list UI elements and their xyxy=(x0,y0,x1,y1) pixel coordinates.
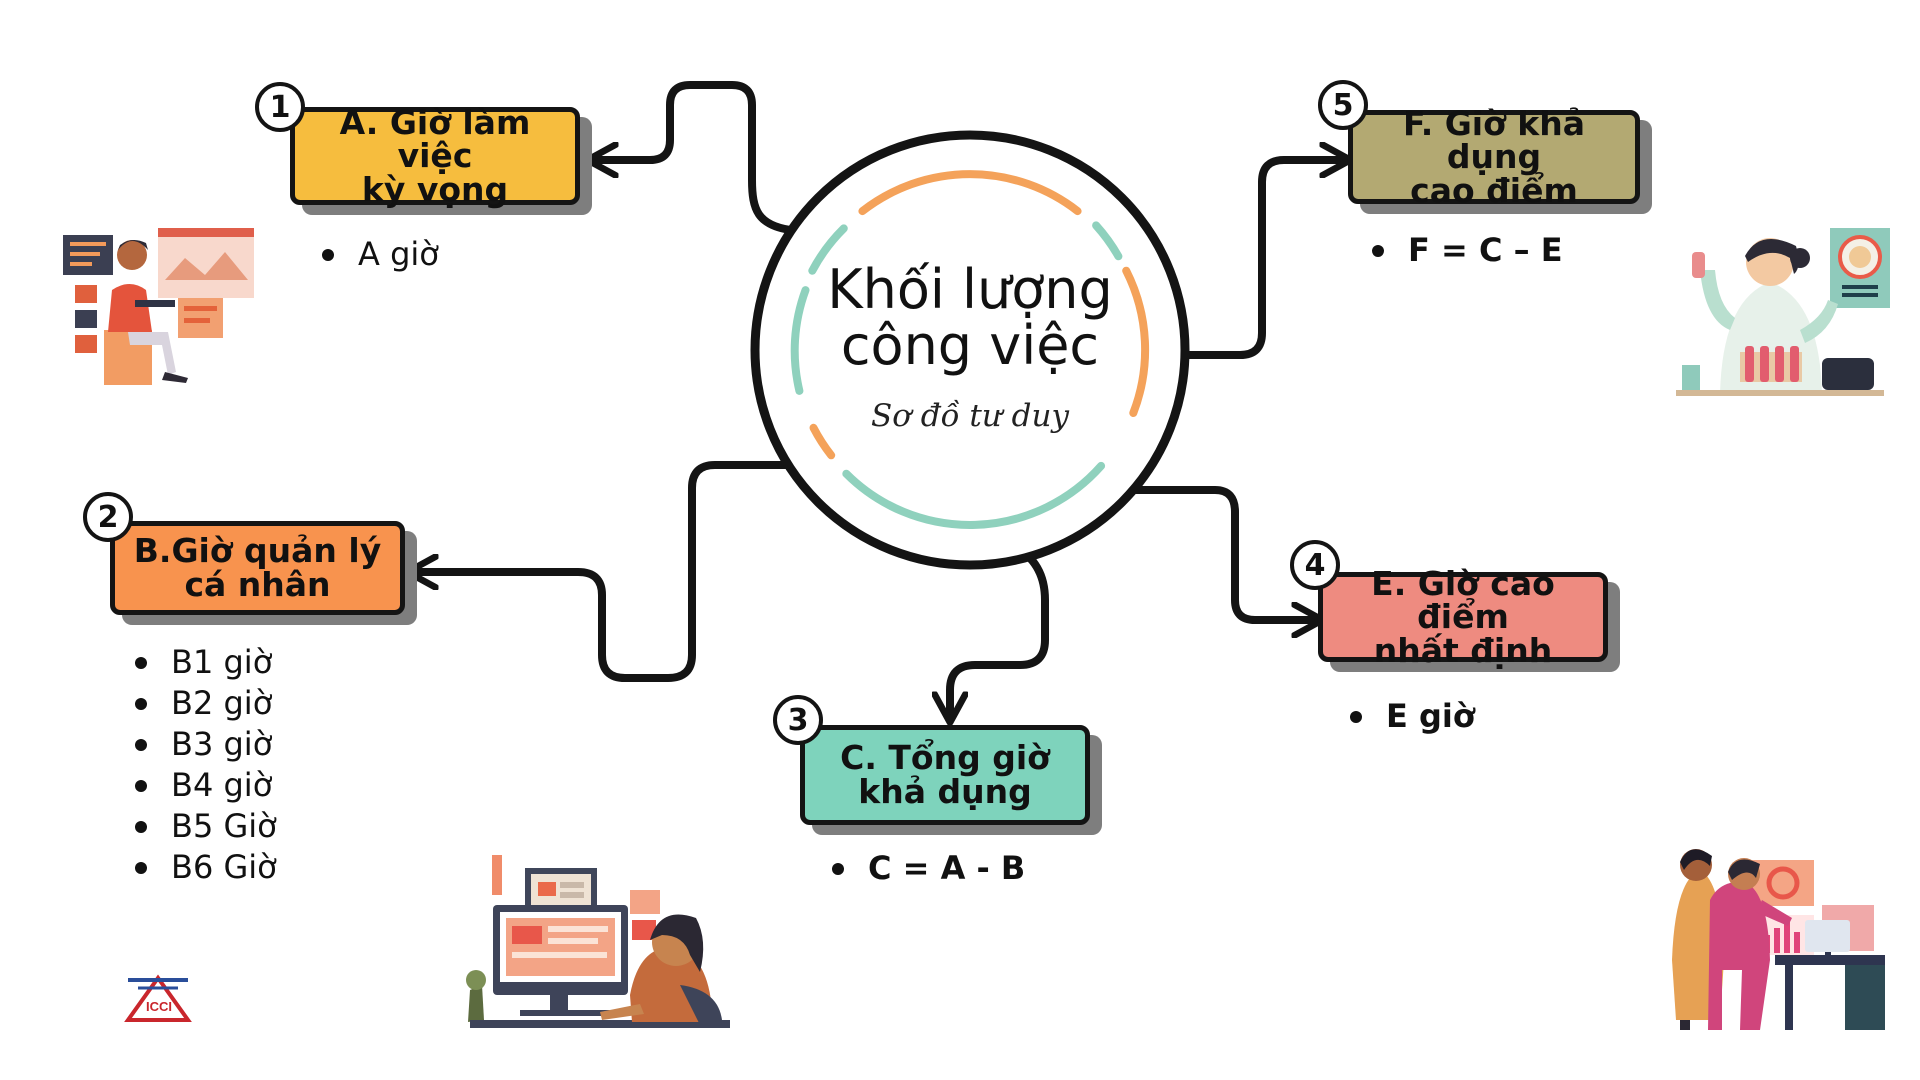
node-b-line1: B.Giờ quản lý xyxy=(133,531,382,571)
bullet-a-1: A giờ xyxy=(322,234,439,275)
badge-1: 1 xyxy=(255,82,305,132)
node-e-line1: E. Giờ cao điểm xyxy=(1371,563,1555,637)
ring-arc-teal-topleft xyxy=(808,224,848,275)
connector-1 xyxy=(590,81,794,234)
node-e-line2: nhất định xyxy=(1373,630,1553,670)
node-f-bullets: F = C – E xyxy=(1372,230,1563,271)
illustration-scientist xyxy=(1676,228,1890,396)
node-e-bullets: E giờ xyxy=(1350,696,1475,737)
illustration-team-presentation xyxy=(1672,849,1885,1030)
ring-arc-orange-right xyxy=(1122,266,1150,417)
node-c-bullets: C = A - B xyxy=(832,848,1025,889)
ring-arc-orange-bottomleft xyxy=(809,423,836,460)
center-subtitle: Sơ đồ tư duy xyxy=(870,398,1070,434)
center-circle xyxy=(750,130,1190,570)
bullet-b-1: B1 giờ xyxy=(135,642,277,683)
bullet-b-4: B4 giờ xyxy=(135,765,277,806)
node-a-expected-hours[interactable]: A. Giờ làm việc kỳ vọng xyxy=(290,102,580,209)
ring-arc-teal-topright xyxy=(1092,221,1123,261)
node-b-personal-management-hours[interactable]: B.Giờ quản lý cá nhân xyxy=(110,521,405,615)
badge-4: 4 xyxy=(1290,540,1340,590)
bullet-b-5: B5 Giờ xyxy=(135,806,277,847)
illustration-woman-computer xyxy=(466,855,730,1028)
bullet-b-3: B3 giờ xyxy=(135,724,277,765)
bullet-b-6: B6 Giờ xyxy=(135,847,277,888)
bullet-c-1: C = A - B xyxy=(832,848,1025,889)
connector-4 xyxy=(1126,486,1320,620)
logo xyxy=(124,974,192,1022)
node-c-line1: C. Tổng giờ xyxy=(840,738,1050,778)
bullet-f-1: F = C – E xyxy=(1372,230,1563,271)
ring-arc-teal-left xyxy=(790,286,810,395)
badge-2: 2 xyxy=(83,492,133,542)
center-title: Khối lượng công việc xyxy=(827,258,1113,378)
node-a-bullets: A giờ xyxy=(322,234,439,275)
connector-5 xyxy=(1176,160,1348,359)
logo-text: ICCI xyxy=(146,999,172,1014)
badge-5: 5 xyxy=(1318,80,1368,130)
illustration-person-laptop xyxy=(63,228,254,385)
bullet-e-1: E giờ xyxy=(1350,696,1475,737)
ring-arc-orange-top xyxy=(858,170,1082,216)
node-b-bullets: B1 giờ B2 giờ B3 giờ B4 giờ B5 Giờ B6 Gi… xyxy=(135,642,277,888)
node-f-peak-available-hours[interactable]: F. Giờ khả dụng cao điểm xyxy=(1348,103,1640,207)
node-a-line2: kỳ vọng xyxy=(361,169,509,209)
node-b-line2: cá nhân xyxy=(184,565,331,604)
badge-3: 3 xyxy=(773,695,823,745)
node-a-line1: A. Giờ làm việc xyxy=(339,102,531,176)
connector-3 xyxy=(950,536,1049,720)
node-f-line1: F. Giờ khả dụng xyxy=(1403,103,1585,177)
node-f-line2: cao điểm xyxy=(1410,170,1578,210)
ring-arc-teal-bottom xyxy=(842,461,1106,529)
bullet-b-2: B2 giờ xyxy=(135,683,277,724)
node-e-fixed-peak-hours[interactable]: E. Giờ cao điểm nhất định xyxy=(1318,566,1608,667)
node-c-total-available-hours[interactable]: C. Tổng giờ khả dụng xyxy=(800,725,1090,825)
node-c-line2: khả dụng xyxy=(858,772,1032,811)
connector-2 xyxy=(410,461,794,682)
